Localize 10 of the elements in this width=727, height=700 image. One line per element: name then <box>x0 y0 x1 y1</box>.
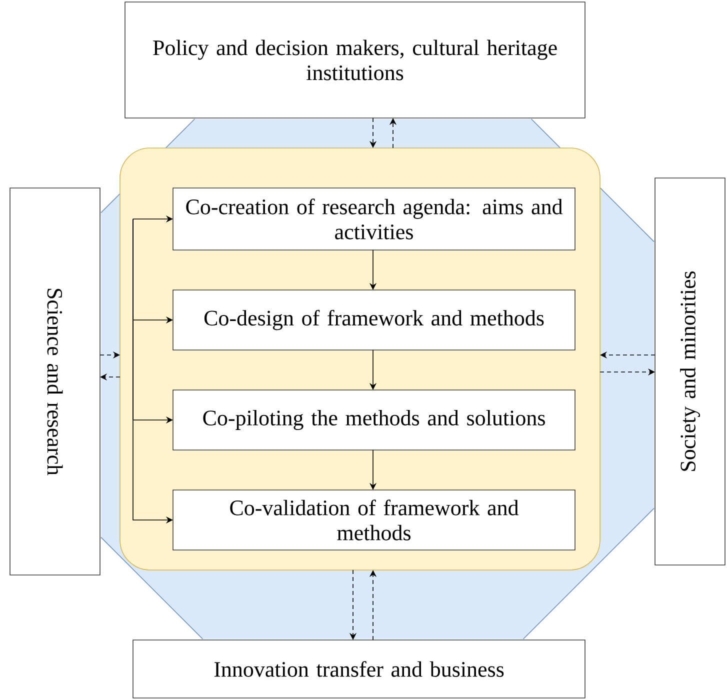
process-box: Co-validation of framework and methods <box>172 490 576 550</box>
stakeholder-label: Society and minorities <box>680 271 700 471</box>
stakeholder-box <box>654 178 726 566</box>
stakeholder-label: Science and research <box>47 288 63 476</box>
process-box: Co-design of framework and methods <box>172 290 576 350</box>
stakeholder-box <box>10 188 100 576</box>
process-box: Co-piloting the methods and solutions <box>172 390 576 450</box>
stakeholder-box: Policy and decision makers, cultural heritage institutions <box>124 2 586 118</box>
process-box: Co-creation of research agenda: aims and activities <box>172 188 576 250</box>
stakeholder-box: Innovation transfer and business <box>132 640 586 698</box>
